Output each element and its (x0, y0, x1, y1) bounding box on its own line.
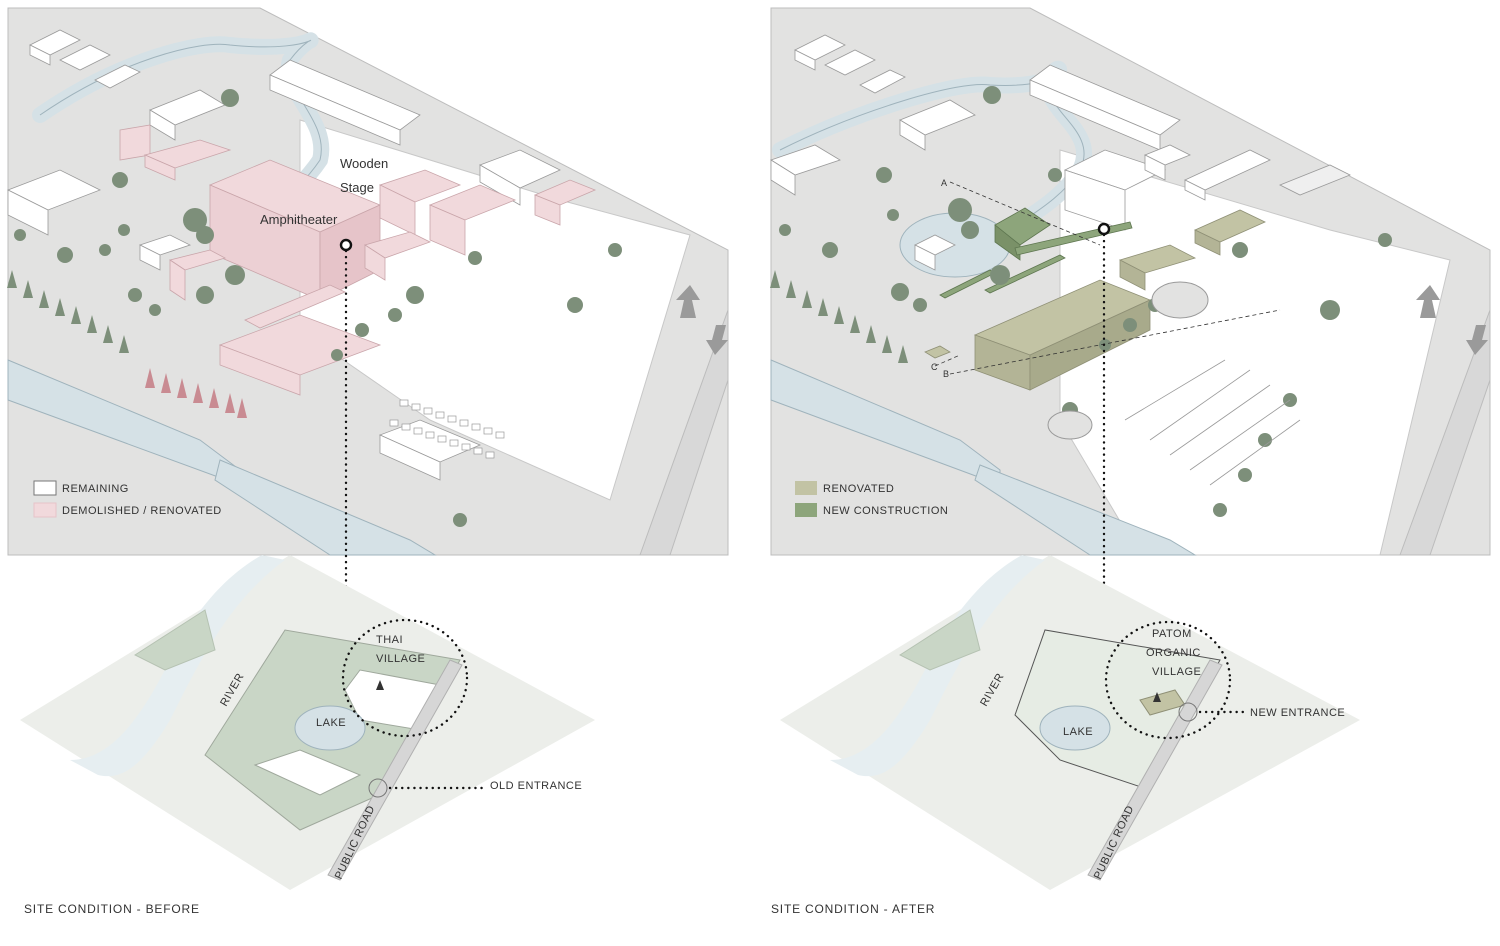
after-map-road (1087, 659, 1223, 881)
after-traffic-arrow-down (1466, 325, 1488, 355)
after-callout-line1: PATOM (1152, 628, 1192, 640)
after-renovated-buildings (924, 209, 1266, 391)
after-conifers (770, 270, 908, 363)
before-parking (389, 399, 505, 459)
before-callout-line1: THAI (376, 634, 403, 646)
before-map-green-field (133, 609, 216, 671)
legend-label-remaining: REMAINING (62, 483, 129, 495)
before-traffic-arrow-up (676, 285, 700, 318)
before-legend: REMAINING DEMOLISHED / RENOVATED (33, 480, 222, 518)
legend-swatch-new-construction (795, 503, 817, 517)
after-section-c: C (931, 362, 938, 372)
after-callout-line2: ORGANIC (1146, 647, 1201, 659)
before-trees (14, 89, 622, 527)
after-callout-line3: VILLAGE (1152, 666, 1201, 678)
legend-swatch-demolished (33, 502, 57, 518)
after-map-lake (1039, 705, 1111, 751)
before-caption: SITE CONDITION - BEFORE (24, 902, 200, 916)
after-section-b: B (943, 369, 950, 379)
before-remaining-buildings (7, 29, 561, 481)
after-focus-marker (1097, 222, 1111, 236)
before-map-river (70, 555, 285, 777)
before-site-map: RIVER LAKE PUBLIC ROAD THAI VILLAGE OLD … (20, 555, 595, 916)
legend-label-new-construction: NEW CONSTRUCTION (823, 505, 948, 517)
before-label-wooden: Wooden (340, 156, 388, 171)
before-label-stage: Stage (340, 180, 374, 195)
before-map-lake-label: LAKE (316, 717, 346, 729)
after-section-lines (934, 181, 1281, 375)
after-parking (1124, 359, 1301, 486)
legend-label-demolished: DEMOLISHED / RENOVATED (62, 505, 222, 517)
before-entrance-label: OLD ENTRANCE (490, 780, 582, 792)
after-map-lake-label: LAKE (1063, 726, 1093, 738)
legend-label-renovated: RENOVATED (823, 483, 894, 495)
after-caption: SITE CONDITION - AFTER (771, 902, 935, 916)
before-map-lake (294, 705, 366, 751)
after-entrance-label: NEW ENTRANCE (1250, 707, 1345, 719)
before-map-road (327, 659, 463, 881)
before-callout-line2: VILLAGE (376, 653, 425, 665)
after-map-green-field (898, 609, 981, 671)
after-legend: RENOVATED NEW CONSTRUCTION (795, 481, 948, 517)
after-section-a: A (941, 178, 948, 188)
before-village-callout (341, 618, 469, 738)
before-entrance-circle (368, 778, 388, 798)
after-roundabout (1047, 410, 1093, 440)
after-road (1399, 309, 1491, 556)
before-label-amphitheater: Amphitheater (260, 212, 338, 227)
after-entrance-circle (1178, 702, 1198, 722)
legend-swatch-remaining (33, 480, 57, 496)
legend-swatch-renovated (795, 481, 817, 495)
before-map-parking (253, 749, 362, 796)
before-map-arrow (376, 680, 384, 690)
after-village-callout (1104, 620, 1232, 740)
before-traffic-arrow-down (706, 325, 728, 355)
after-site-map: RIVER LAKE PUBLIC ROAD PATOM ORGANIC VIL… (771, 555, 1360, 916)
after-axonometric: A B C RENOVATED NEW CONSTRUCTION (770, 7, 1491, 682)
before-axonometric: Wooden Stage Amphitheater REMAINING DEMO… (7, 7, 729, 702)
before-pink-conifers (145, 368, 247, 418)
after-map-arrow (1153, 692, 1161, 702)
before-conifers (7, 270, 129, 353)
before-focus-marker (339, 238, 353, 252)
after-traffic-arrow-up (1416, 285, 1440, 318)
before-road (639, 309, 729, 556)
after-remaining-buildings (770, 34, 1351, 271)
